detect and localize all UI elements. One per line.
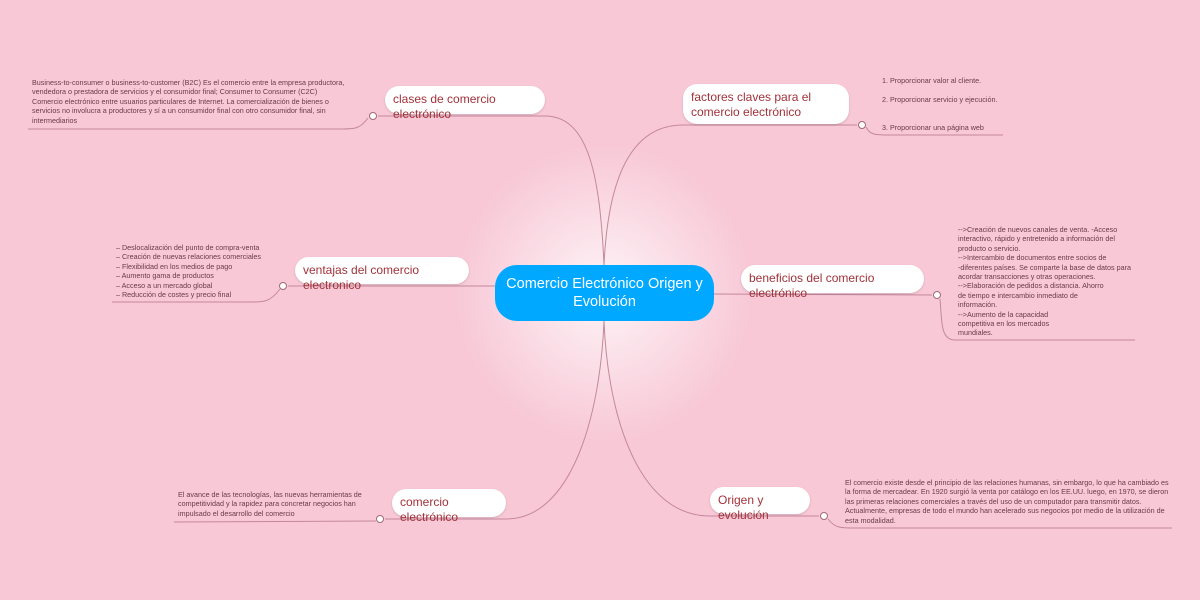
collapse-handle-origen (820, 512, 828, 520)
topic-beneficios[interactable]: beneficios del comercio electrónico (741, 265, 924, 300)
note-beneficios: -->Creación de nuevos canales de venta. … (958, 225, 1132, 338)
note-origen: El comercio existe desde el principio de… (845, 478, 1169, 525)
note-clases: Business-to-consumer o business-to-custo… (32, 78, 345, 125)
note-ventajas: – Deslocalización del punto de compra-ve… (116, 243, 262, 300)
connector-factores (603, 124, 857, 266)
topic-factores[interactable]: factores claves para el comercio electró… (683, 84, 849, 124)
collapse-handle-beneficios (933, 291, 941, 299)
topic-ventajas[interactable]: ventajas del comercio electronico (295, 257, 469, 292)
collapse-handle-ventajas (279, 282, 287, 290)
connector-comercio (385, 320, 605, 520)
note-factores: 1. Proporcionar valor al cliente. 2. Pro… (882, 76, 998, 133)
collapse-handle-factores (858, 121, 866, 129)
topic-clases[interactable]: clases de comercio electrónico (385, 86, 545, 121)
collapse-handle-comercio (376, 515, 384, 523)
topic-comercio-electronico[interactable]: comercio electrónico (392, 489, 506, 524)
connector-clases (378, 115, 605, 266)
connector-origen (603, 320, 819, 517)
topic-origen[interactable]: Origen y evolución (710, 487, 810, 522)
central-topic[interactable]: Comercio Electrónico Origen y Evolución (495, 265, 714, 321)
note-comercio: El avance de las tecnologías, las nuevas… (178, 490, 362, 518)
collapse-handle-clases (369, 112, 377, 120)
connector-beneficios (713, 293, 933, 296)
